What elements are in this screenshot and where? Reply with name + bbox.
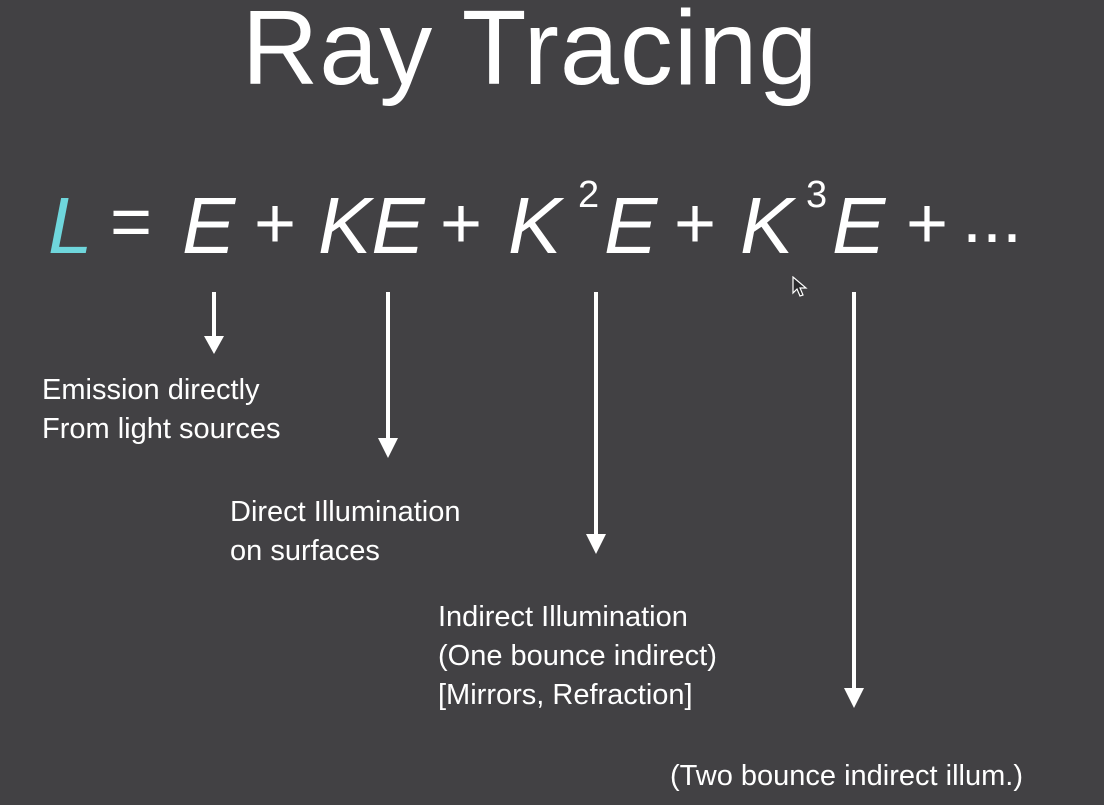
annotation-indirect-illumination: Indirect Illumination (One bounce indire… bbox=[438, 598, 717, 715]
annotation-line: From light sources bbox=[42, 413, 281, 445]
slide-title: Ray Tracing bbox=[241, 0, 819, 107]
arrow-indirect-illumination bbox=[586, 292, 606, 554]
equation-plus: + bbox=[440, 184, 483, 264]
equation-term-k3-exponent: 3 bbox=[806, 174, 828, 216]
annotation-line: (One bounce indirect) bbox=[438, 640, 717, 672]
annotation-two-bounce: (Two bounce indirect illum.) bbox=[670, 757, 1023, 796]
equation-plus: + bbox=[906, 184, 949, 264]
equation-plus: + bbox=[254, 184, 297, 264]
mouse-pointer-icon bbox=[792, 276, 808, 297]
equation-term-k2-exponent: 2 bbox=[578, 174, 600, 216]
equation-plus: + bbox=[674, 184, 717, 264]
equation-lhs: L bbox=[48, 181, 93, 270]
equation-equals: = bbox=[110, 182, 153, 262]
annotation-emission: Emission directly From light sources bbox=[42, 371, 281, 449]
annotation-line: on surfaces bbox=[230, 535, 380, 567]
equation-term-e: E bbox=[182, 181, 236, 270]
arrow-direct-illumination bbox=[378, 292, 398, 458]
equation-term-k3-base: K bbox=[740, 181, 794, 270]
equation-term-k2-e: E bbox=[604, 181, 658, 270]
arrow-two-bounce bbox=[844, 292, 864, 708]
annotation-line: Emission directly bbox=[42, 374, 260, 406]
equation-term-k3-e: E bbox=[832, 181, 886, 270]
annotation-line: Indirect Illumination bbox=[438, 601, 688, 633]
annotation-direct-illumination: Direct Illumination on surfaces bbox=[230, 493, 460, 571]
annotation-line: [Mirrors, Refraction] bbox=[438, 679, 693, 711]
equation-term-k2-base: K bbox=[508, 181, 562, 270]
equation-term-ke: KE bbox=[318, 181, 425, 270]
annotation-line: Direct Illumination bbox=[230, 496, 461, 528]
arrow-emission bbox=[204, 292, 224, 354]
annotation-line: (Two bounce indirect illum.) bbox=[670, 760, 1023, 792]
equation-ellipsis: ... bbox=[962, 178, 1023, 258]
